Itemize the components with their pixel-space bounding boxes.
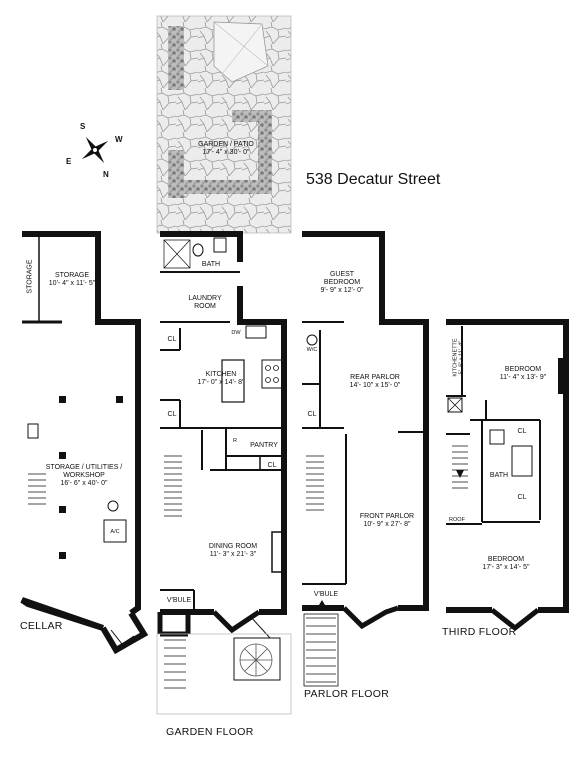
parlor-floor-plan	[302, 231, 429, 687]
garden-patio	[156, 15, 292, 234]
room-label-cl-parlor: CL	[307, 411, 317, 418]
room-label-kitchen: KITCHEN	[205, 371, 237, 378]
third-floor-plan	[446, 319, 569, 632]
room-label-front-parlor: FRONT PARLOR	[359, 513, 415, 520]
room-dim-storage-main: 16'- 6" x 40'- 0"	[60, 480, 108, 487]
room-dim-dining: 11'- 3" x 21'- 3"	[209, 551, 257, 558]
ac-unit-label: A/C	[110, 529, 120, 535]
room-label-garden-patio: GARDEN / PATIO	[198, 141, 254, 148]
garden-walk	[156, 633, 292, 715]
room-dim-guest: 9'- 9" x 12'- 0"	[320, 287, 364, 294]
floor-label-parlor: PARLOR FLOOR	[304, 688, 390, 700]
room-dim-kitchenette: 5'- 6" x 11'- 4"	[458, 340, 465, 375]
room-dim-garden-patio: 17'- 4" x 30'- 0"	[202, 149, 250, 156]
room-dim-front-parlor: 10'- 9" x 27'- 8"	[363, 521, 411, 528]
floor-label-garden: GARDEN FLOOR	[166, 726, 254, 738]
stair-arrow-icon	[456, 470, 464, 478]
room-dim-bedroom-front: 17'- 3" x 14'- 5"	[482, 564, 530, 571]
room-label-dining: DINING ROOM	[208, 543, 258, 550]
room-label-storage-side: STORAGE	[26, 259, 34, 294]
room-dim-bedroom-rear: 11'- 4" x 13'- 9"	[499, 374, 547, 381]
room-label-vbule-parlor: V'BULE	[313, 591, 339, 598]
compass-east-label: E	[66, 157, 72, 166]
room-label-storage-top: STORAGE	[54, 272, 90, 279]
appliance-label-dw: DW	[231, 330, 241, 336]
room-label-guest-2: BEDROOM	[323, 279, 361, 286]
room-label-pantry: PANTRY	[250, 442, 278, 449]
floor-label-cellar: CELLAR	[20, 620, 63, 632]
compass-west-label: W	[115, 135, 123, 144]
room-label-bath-third: BATH	[489, 472, 509, 479]
garden-floor-plan	[157, 231, 287, 689]
room-dim-kitchen: 17'- 0" x 14'- 8"	[197, 379, 245, 386]
room-dim-rear-parlor: 14'- 10" x 15'- 0"	[349, 382, 401, 389]
room-label-storage-main: STORAGE / UTILITIES /	[45, 464, 123, 471]
room-label-wic: W/C	[306, 347, 318, 353]
room-label-bedroom-front: BEDROOM	[487, 556, 525, 563]
room-label-roof: ROOF	[449, 517, 465, 523]
room-label-cl-pantry: CL	[267, 462, 277, 469]
entry-arrow-icon	[316, 600, 328, 610]
room-label-cl-stair: CL	[167, 411, 177, 418]
room-dim-storage-top: 10'- 4" x 11'- 5"	[48, 280, 96, 287]
cellar-plan	[20, 231, 149, 655]
room-label-laundry-2: ROOM	[194, 303, 216, 310]
floor-label-third: THIRD FLOOR	[442, 626, 517, 638]
room-label-guest: GUEST	[329, 271, 355, 278]
room-label-cl-kitchen: CL	[167, 336, 177, 343]
room-label-bath-garden: BATH	[201, 261, 221, 268]
garden-shrub	[239, 643, 273, 677]
room-label-rear-parlor: REAR PARLOR	[350, 374, 400, 381]
room-label-storage-main-2: WORKSHOP	[63, 472, 105, 479]
room-label-cl-third-2: CL	[517, 494, 527, 501]
room-label-vbule-garden: V'BULE	[166, 597, 192, 604]
compass-north-label: N	[103, 170, 109, 179]
cellar-columns	[59, 396, 123, 559]
compass-south-label: S	[80, 122, 86, 131]
compass-rose	[81, 136, 109, 164]
room-label-bedroom-rear: BEDROOM	[504, 366, 542, 373]
property-title: 538 Decatur Street	[306, 171, 441, 188]
room-label-cl-third-1: CL	[517, 428, 527, 435]
room-label-laundry: LAUNDRY	[188, 295, 222, 302]
appliance-label-ref: R	[233, 438, 237, 444]
